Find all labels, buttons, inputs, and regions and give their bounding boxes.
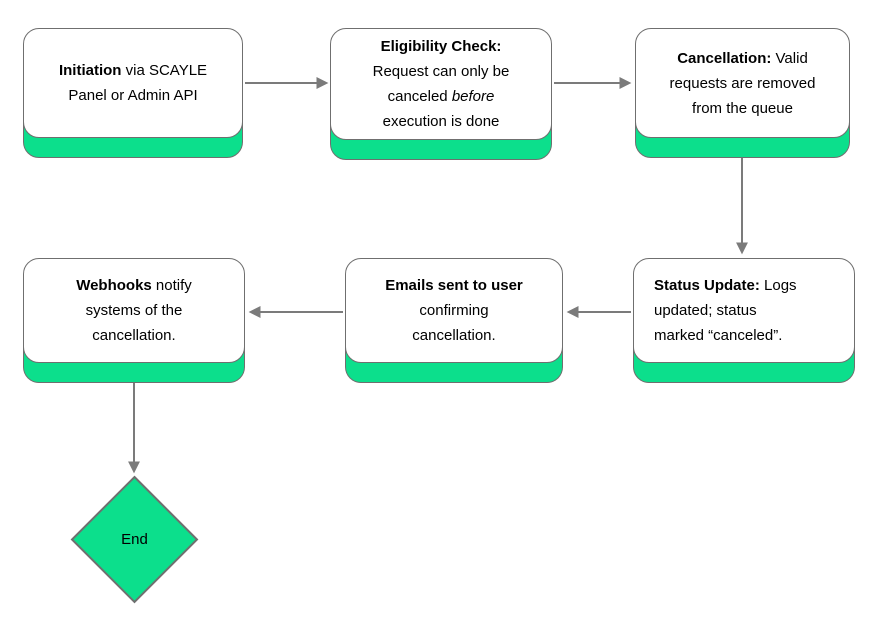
node-text-bold: Webhooks (76, 277, 152, 294)
node-text: Eligibility Check: Request can only be c… (357, 34, 525, 134)
node-text-italic: before (451, 88, 495, 105)
node-text-rest: Request can only be canceled (372, 63, 510, 105)
node-text: Cancellation: Valid requests are removed… (656, 46, 829, 121)
node-text-rest: via SCAYLE Panel or Admin API (68, 62, 208, 104)
node-card: Cancellation: Valid requests are removed… (635, 28, 850, 138)
node-text-bold: Emails sent to user (385, 277, 523, 294)
node-text: Status Update: Logs updated; status mark… (654, 273, 805, 348)
node-text-bold: Status Update: (654, 277, 760, 294)
node-text-rest: confirming cancellation. (412, 302, 496, 344)
node-eligibility-check: Eligibility Check: Request can only be c… (330, 28, 552, 160)
node-text-rest: notify systems of the cancellation. (85, 277, 192, 344)
node-card: Emails sent to user confirming cancellat… (345, 258, 563, 363)
node-emails: Emails sent to user confirming cancellat… (345, 258, 563, 383)
node-initiation: Initiation via SCAYLE Panel or Admin API (23, 28, 243, 158)
node-text: Initiation via SCAYLE Panel or Admin API (44, 58, 222, 108)
node-text-bold: Eligibility Check: (380, 38, 502, 55)
node-text: Emails sent to user confirming cancellat… (380, 273, 528, 348)
node-cancellation: Cancellation: Valid requests are removed… (635, 28, 850, 158)
node-text-rest: execution is done (382, 113, 500, 130)
node-card: Initiation via SCAYLE Panel or Admin API (23, 28, 243, 138)
node-status-update: Status Update: Logs updated; status mark… (633, 258, 855, 383)
node-text-rest: Logs updated; status marked “canceled”. (654, 277, 797, 344)
node-card: Eligibility Check: Request can only be c… (330, 28, 552, 140)
node-text-bold: Initiation (58, 62, 122, 79)
node-text-rest: Valid requests are removed from the queu… (669, 49, 816, 117)
end-node-label: End (121, 531, 148, 548)
node-text: Webhooks notify systems of the cancellat… (59, 273, 209, 348)
node-text-bold: Cancellation: (677, 49, 772, 67)
node-webhooks: Webhooks notify systems of the cancellat… (23, 258, 245, 383)
node-card: Webhooks notify systems of the cancellat… (23, 258, 245, 363)
node-card: Status Update: Logs updated; status mark… (633, 258, 855, 363)
